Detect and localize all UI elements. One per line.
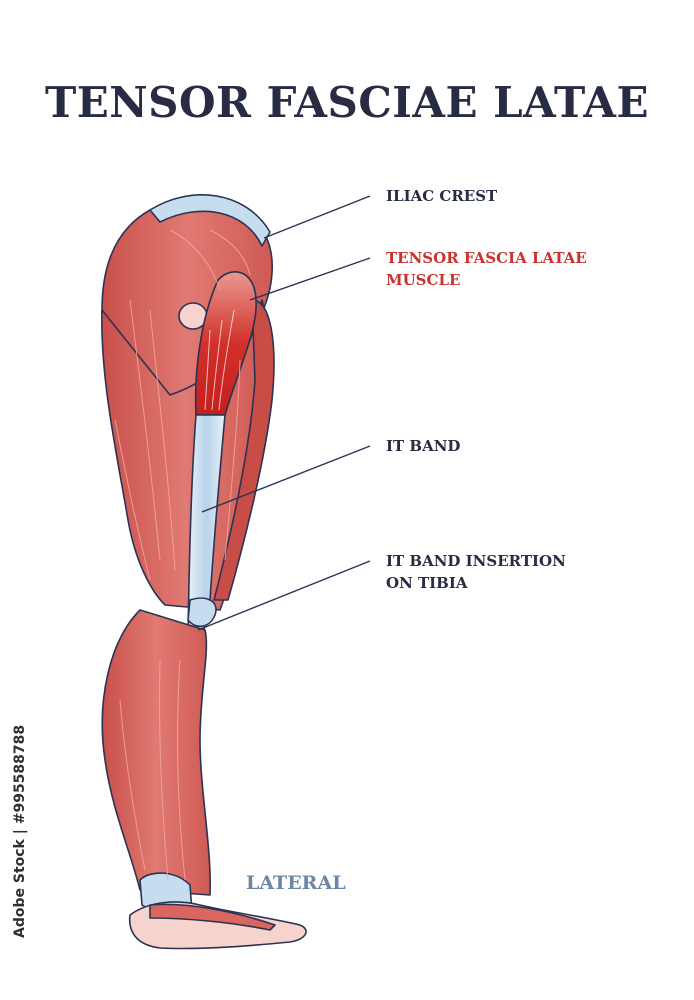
leader-iliac-crest	[263, 195, 371, 239]
foot-muscle	[149, 903, 276, 931]
view-label: LATERAL	[246, 872, 346, 894]
iliac-crest-shape	[149, 194, 271, 247]
label-it-insertion-line1: IT BAND INSERTION	[386, 552, 566, 570]
patella-tendon	[187, 597, 217, 628]
page-title: TENSOR FASCIAE LATAE	[44, 78, 650, 127]
label-tfl-muscle-line2: MUSCLE	[386, 271, 461, 289]
leader-tfl-muscle	[249, 257, 371, 301]
watermark-text: Adobe Stock | #995588788	[12, 724, 28, 938]
label-tfl-muscle-line1: TENSOR FASCIA LATAE	[386, 249, 587, 267]
label-iliac-crest: ILIAC CREST	[386, 187, 498, 205]
label-it-band: IT BAND	[386, 437, 461, 455]
leader-it-band	[201, 445, 371, 513]
leader-it-insertion	[197, 560, 371, 631]
stock-watermark: Adobe Stock | #995588788	[10, 725, 38, 940]
label-it-insertion-line2: ON TIBIA	[386, 574, 468, 592]
hamstring	[213, 299, 275, 601]
lower-leg	[101, 609, 212, 896]
